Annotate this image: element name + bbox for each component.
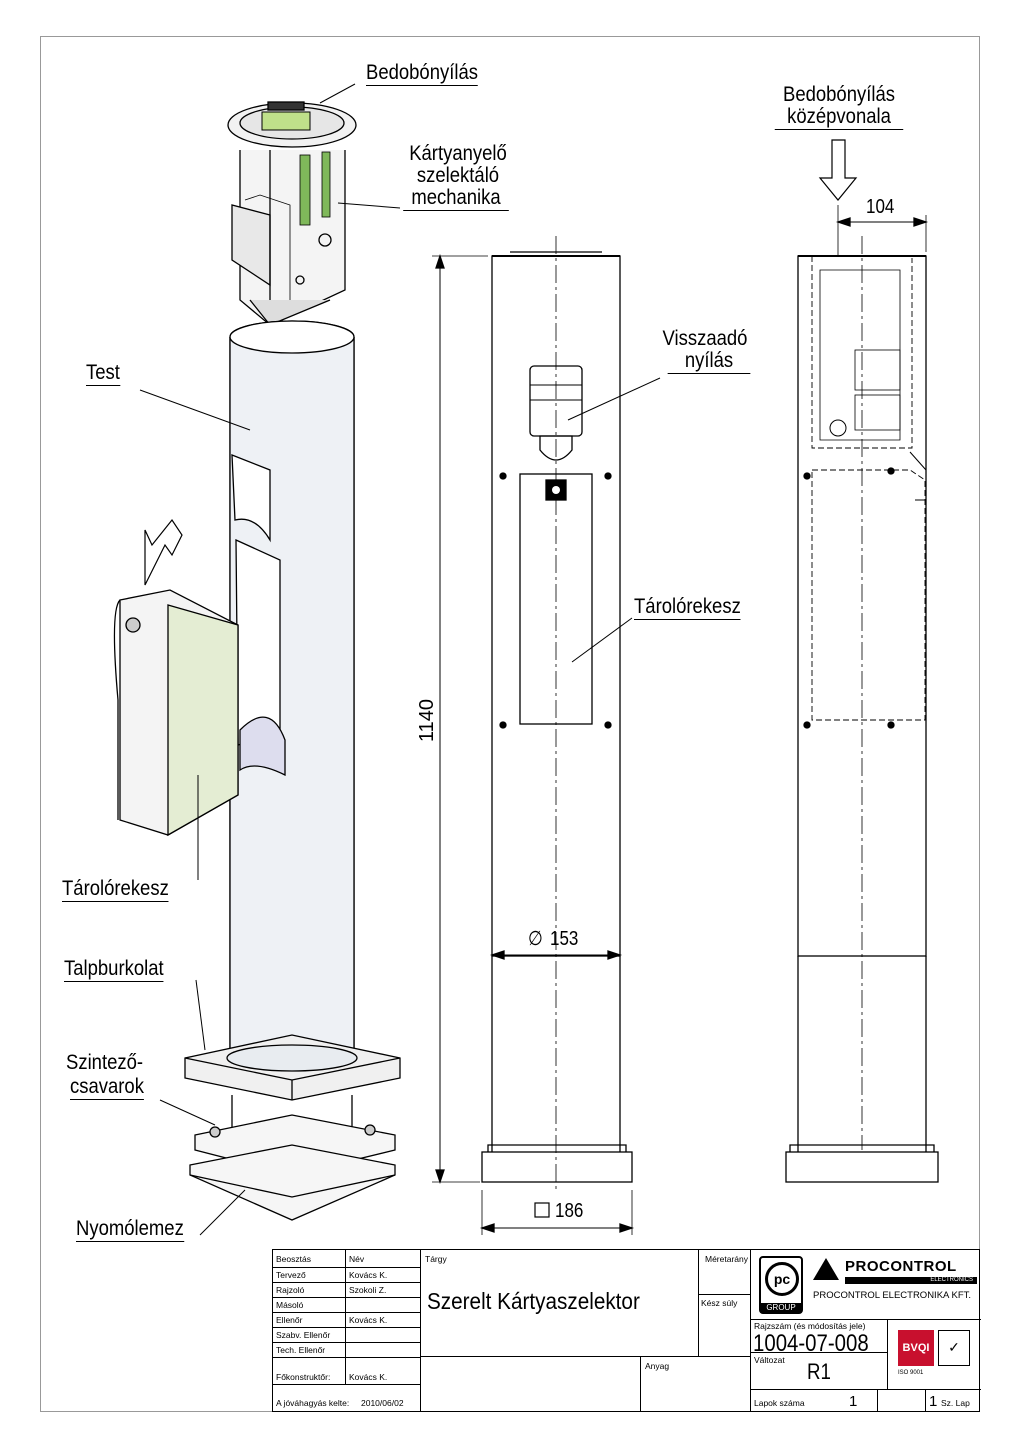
dimension-offset: 104	[866, 196, 895, 218]
logo-area: pc GROUP PROCONTROL ELECTRONICS PROCONTR…	[751, 1250, 981, 1320]
callout-visszaado-line2: nyílás	[667, 350, 751, 374]
version-cell: Változat R1	[751, 1352, 887, 1389]
anyag-label: Anyag	[645, 1361, 670, 1371]
row-name: Szokoli Z.	[349, 1285, 387, 1295]
row-role: Tech. Ellenőr	[276, 1345, 326, 1355]
version-value: R1	[807, 1359, 831, 1384]
row-name: Kovács K.	[349, 1315, 388, 1325]
row-role: Másoló	[276, 1300, 304, 1310]
jovahagyas-label: A jóváhagyás kelte:	[276, 1398, 350, 1408]
rajzszam-label: Rajzszám (és módosítás jele)	[754, 1321, 866, 1331]
sheets-cell: Lapok száma 1 1 Sz. Lap	[751, 1389, 981, 1412]
callout-szintezo-line1: Szintező-	[66, 1051, 144, 1074]
callout-szintezo-line2: csavarok	[70, 1075, 144, 1100]
dimension-height: 1140	[416, 698, 438, 742]
drawing-title: Szerelt Kártyaszelektor	[427, 1288, 640, 1314]
row-role: Ellenőr	[276, 1315, 303, 1325]
material-cell: Anyag	[641, 1357, 751, 1411]
valtozat-label: Változat	[754, 1355, 785, 1365]
scale-weight-cell: Méretarány Kész súly	[699, 1250, 751, 1357]
row-role: Tervező	[276, 1270, 306, 1280]
callout-visszaado-line1: Visszaadó	[662, 327, 748, 350]
sz-lap-label: Sz. Lap	[941, 1398, 970, 1408]
header-targy: Tárgy	[425, 1254, 447, 1264]
iso-label: ISO 9001	[898, 1370, 924, 1376]
row-name: Kovács K.	[349, 1270, 388, 1280]
certification-cell: BVQI ✓ ISO 9001	[887, 1320, 981, 1389]
bvqi-logo-icon: BVQI	[898, 1330, 934, 1366]
callout-talpburkolat: Talpburkolat	[64, 957, 164, 982]
side-view	[785, 139, 939, 1183]
callout-kartyanyelo-line2: szelektáló	[416, 164, 500, 187]
brand-subtitle: ELECTRONICS	[845, 1277, 977, 1284]
sheet-count: 1	[849, 1393, 858, 1410]
header-nev: Név	[349, 1254, 365, 1264]
callout-tarolorekesz-left: Tárolórekesz	[62, 877, 169, 902]
front-view	[432, 236, 661, 1235]
pc-group-logo: pc GROUP	[759, 1256, 803, 1314]
diameter-symbol-icon: ∅	[528, 928, 543, 950]
jovahagyas-date: 2010/06/02	[361, 1398, 404, 1408]
subject-cell: Tárgy Szerelt Kártyaszelektor	[421, 1250, 699, 1357]
callout-nyomolemez: Nyomólemez	[76, 1217, 184, 1242]
sheet-number: 1	[929, 1393, 938, 1410]
callout-bedobonyilas-kozep-line2: középvonala	[774, 106, 904, 130]
procontrol-triangle-icon	[813, 1258, 839, 1280]
approvals-table: Beosztás Név Tervező Kovács K. Rajzoló S…	[273, 1250, 421, 1411]
title-block: Beosztás Név Tervező Kovács K. Rajzoló S…	[272, 1249, 981, 1412]
row-role: Szabv. Ellenőr	[276, 1330, 331, 1340]
drawing-number-cell: Rajzszám (és módosítás jele) 1004-07-008	[751, 1320, 887, 1357]
callout-kartyanyelo-line3: mechanika	[403, 187, 509, 211]
group-label: GROUP	[761, 1303, 801, 1312]
empty-cell	[421, 1357, 641, 1411]
callout-bedobonyilas: Bedobónyílás	[366, 61, 478, 86]
callout-test: Test	[86, 361, 120, 386]
dimension-base: 186	[555, 1200, 584, 1222]
callout-kartyanyelo-line1: Kártyanyelő	[409, 142, 507, 165]
exploded-view	[113, 83, 401, 1236]
company-name: PROCONTROL ELECTRONIKA KFT.	[813, 1290, 972, 1301]
row-role: Rajzoló	[276, 1285, 305, 1295]
header-meretarany: Méretarány	[705, 1254, 748, 1264]
lapok-label: Lapok száma	[754, 1398, 805, 1408]
ukas-check-icon: ✓	[938, 1330, 970, 1366]
callout-tarolorekesz-center: Tárolórekesz	[634, 595, 741, 620]
kesz-suly-label: Kész súly	[701, 1298, 738, 1308]
pc-logo-icon: pc	[765, 1262, 799, 1296]
callout-bedobonyilas-kozep-line1: Bedobónyílás	[782, 83, 895, 106]
fokonstruktor-label: Főkonstruktőr:	[276, 1372, 331, 1382]
fokonstruktor-name: Kovács K.	[349, 1372, 388, 1382]
header-beosztas: Beosztás	[276, 1254, 311, 1264]
dimension-diameter: 153	[550, 928, 579, 950]
brand-name: PROCONTROL	[845, 1258, 957, 1275]
